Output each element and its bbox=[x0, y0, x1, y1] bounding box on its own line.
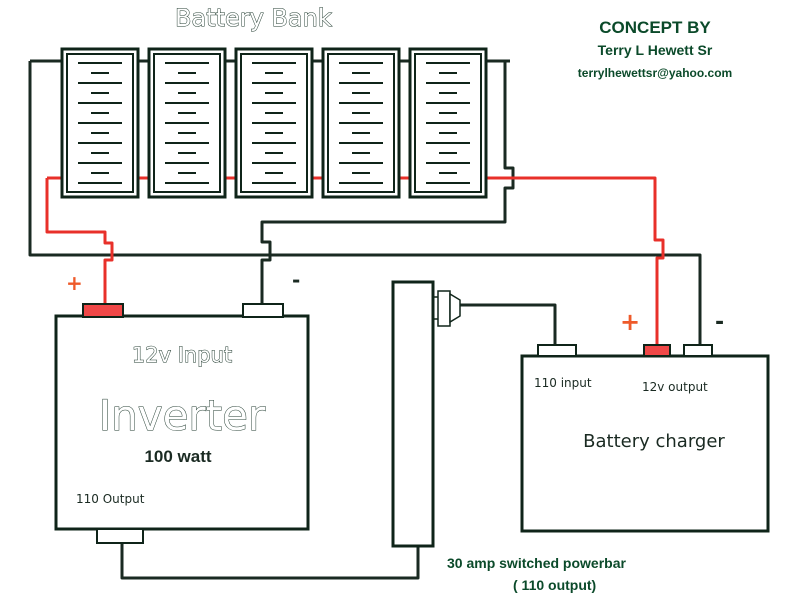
battery-inner-case bbox=[414, 53, 482, 193]
inverter-output-wire bbox=[120, 543, 420, 580]
battery-inner-case bbox=[66, 53, 134, 193]
battery-charger: + - 110 input 12v output Battery charger bbox=[520, 308, 770, 533]
charger-input-wire bbox=[460, 303, 557, 345]
charger-negative-terminal bbox=[683, 344, 713, 357]
battery-inner-case bbox=[240, 53, 308, 193]
charger-plus-sign: + bbox=[620, 308, 640, 336]
positive-to-inverter bbox=[45, 178, 114, 305]
inverter-negative-terminal bbox=[242, 303, 284, 318]
powerbar-sublabel: ( 110 output) bbox=[513, 577, 596, 593]
battery-cell bbox=[147, 47, 227, 199]
inverter-output-terminal bbox=[96, 528, 144, 544]
inverter: + - 12v Input Inverter 100 watt 110 Outp… bbox=[54, 268, 310, 544]
positive-to-charger bbox=[47, 176, 665, 345]
credit-name: Terry L Hewett Sr bbox=[598, 42, 713, 58]
credit-email: terrylhewettsr@yahoo.com bbox=[578, 66, 732, 80]
battery-cell bbox=[234, 47, 314, 199]
battery-inner-case bbox=[153, 53, 221, 193]
powerbar-plug-icon bbox=[433, 290, 461, 327]
charger-name: Battery charger bbox=[583, 431, 725, 452]
charger-positive-terminal bbox=[643, 344, 671, 357]
powerbar: 30 amp switched powerbar ( 110 output) bbox=[391, 280, 626, 593]
credit-heading: CONCEPT BY bbox=[599, 18, 711, 37]
inverter-body bbox=[54, 314, 310, 531]
charger-body bbox=[520, 354, 770, 533]
negative-main-bus bbox=[28, 61, 702, 348]
charger-input-label: 110 input bbox=[534, 376, 592, 390]
charger-output-label: 12v output bbox=[642, 380, 708, 394]
inverter-rating: 100 watt bbox=[144, 447, 211, 466]
inverter-minus-sign: - bbox=[292, 268, 300, 292]
inverter-input-label: 12v Input bbox=[132, 343, 232, 367]
inverter-positive-terminal bbox=[82, 303, 124, 318]
powerbar-body bbox=[391, 280, 435, 548]
battery-cell bbox=[321, 47, 401, 199]
charger-input-terminal bbox=[537, 344, 577, 357]
powerbar-label: 30 amp switched powerbar bbox=[447, 555, 626, 571]
battery-inner-case bbox=[327, 53, 395, 193]
battery-bank bbox=[60, 47, 488, 199]
negative-to-inverter bbox=[260, 61, 515, 305]
inverter-name: Inverter bbox=[99, 391, 266, 440]
battery-cell bbox=[408, 47, 488, 199]
battery-cell bbox=[60, 47, 140, 199]
inverter-output-label: 110 Output bbox=[76, 492, 145, 506]
charger-minus-sign: - bbox=[715, 310, 724, 335]
inverter-plus-sign: + bbox=[66, 271, 83, 295]
positive-wiring bbox=[45, 176, 665, 345]
diagram-title: Battery Bank bbox=[175, 4, 332, 32]
